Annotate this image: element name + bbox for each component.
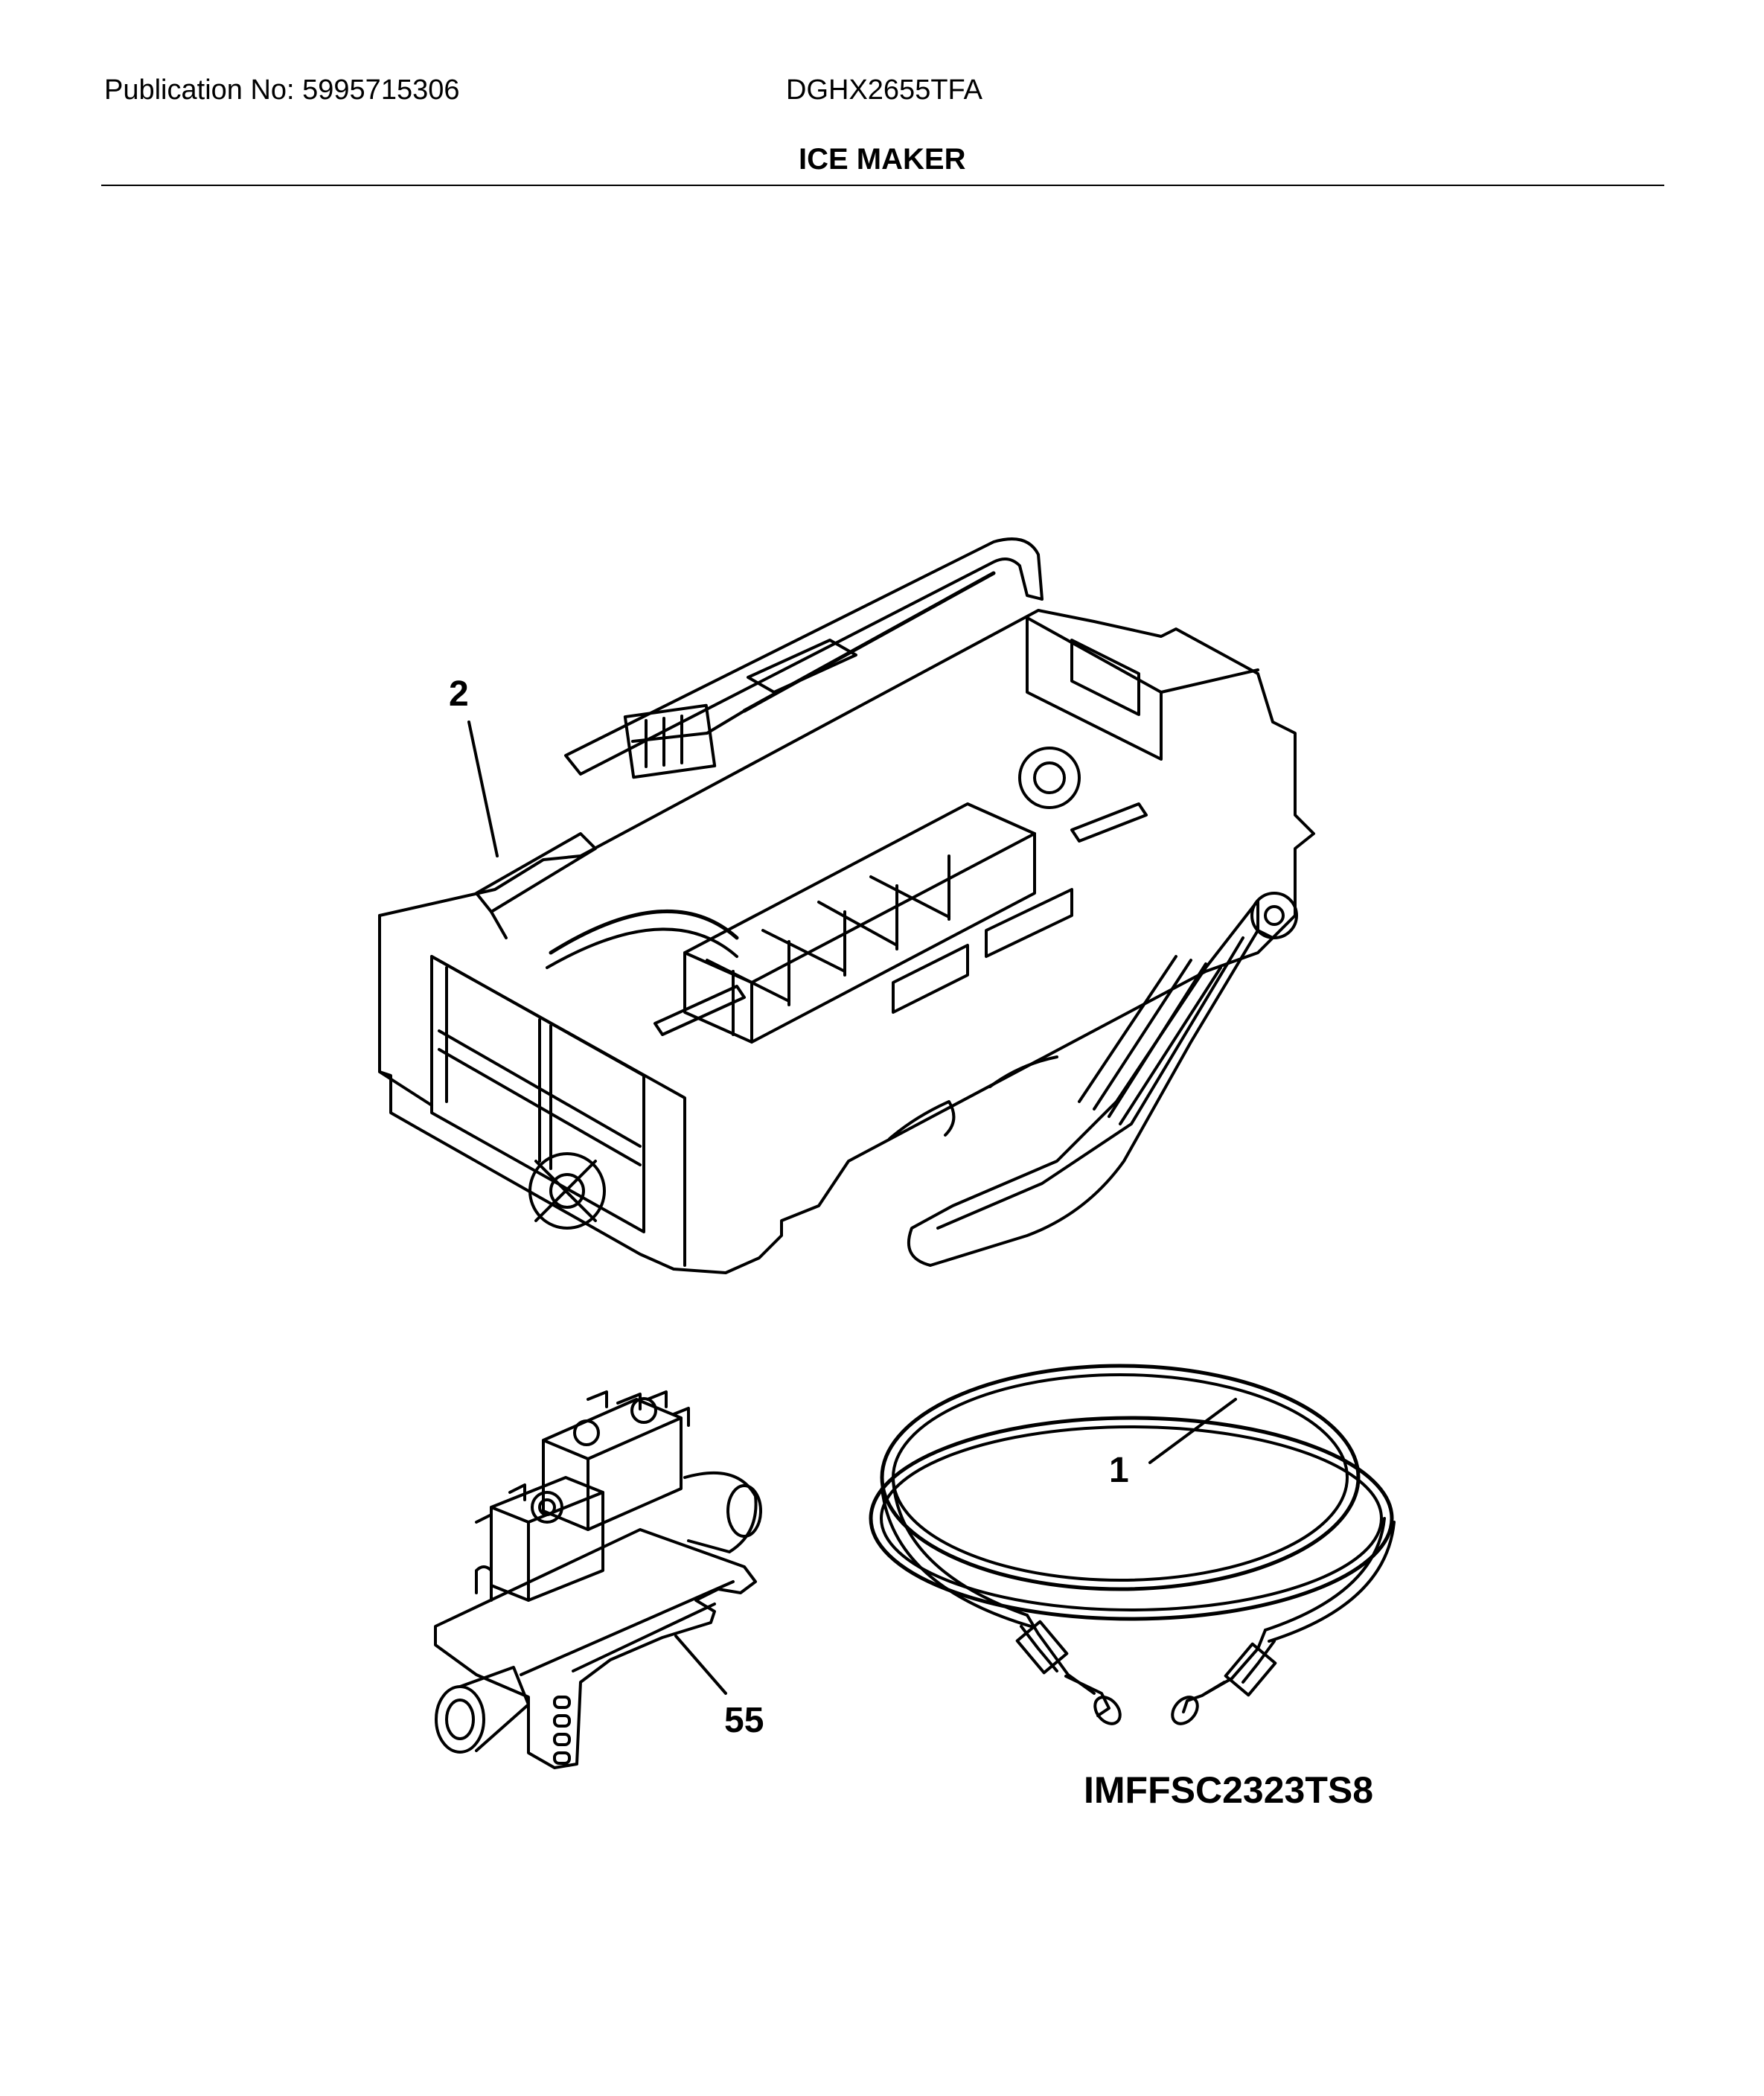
page-title: ICE MAKER	[799, 143, 966, 176]
callout-water-line: 1	[1109, 1451, 1129, 1490]
water-valve	[434, 1390, 762, 1769]
diagram-id: IMFFSC2323TS8	[1084, 1769, 1374, 1811]
publication-number: Publication No: 5995715306	[104, 74, 460, 106]
water-line-tubing	[869, 1364, 1396, 1725]
callout-ice-maker: 2	[449, 674, 469, 714]
ice-maker-assembly	[378, 537, 1315, 1274]
callout-water-valve: 55	[724, 1701, 764, 1740]
header-divider	[101, 185, 1664, 186]
model-number: DGHX2655TFA	[786, 74, 982, 106]
